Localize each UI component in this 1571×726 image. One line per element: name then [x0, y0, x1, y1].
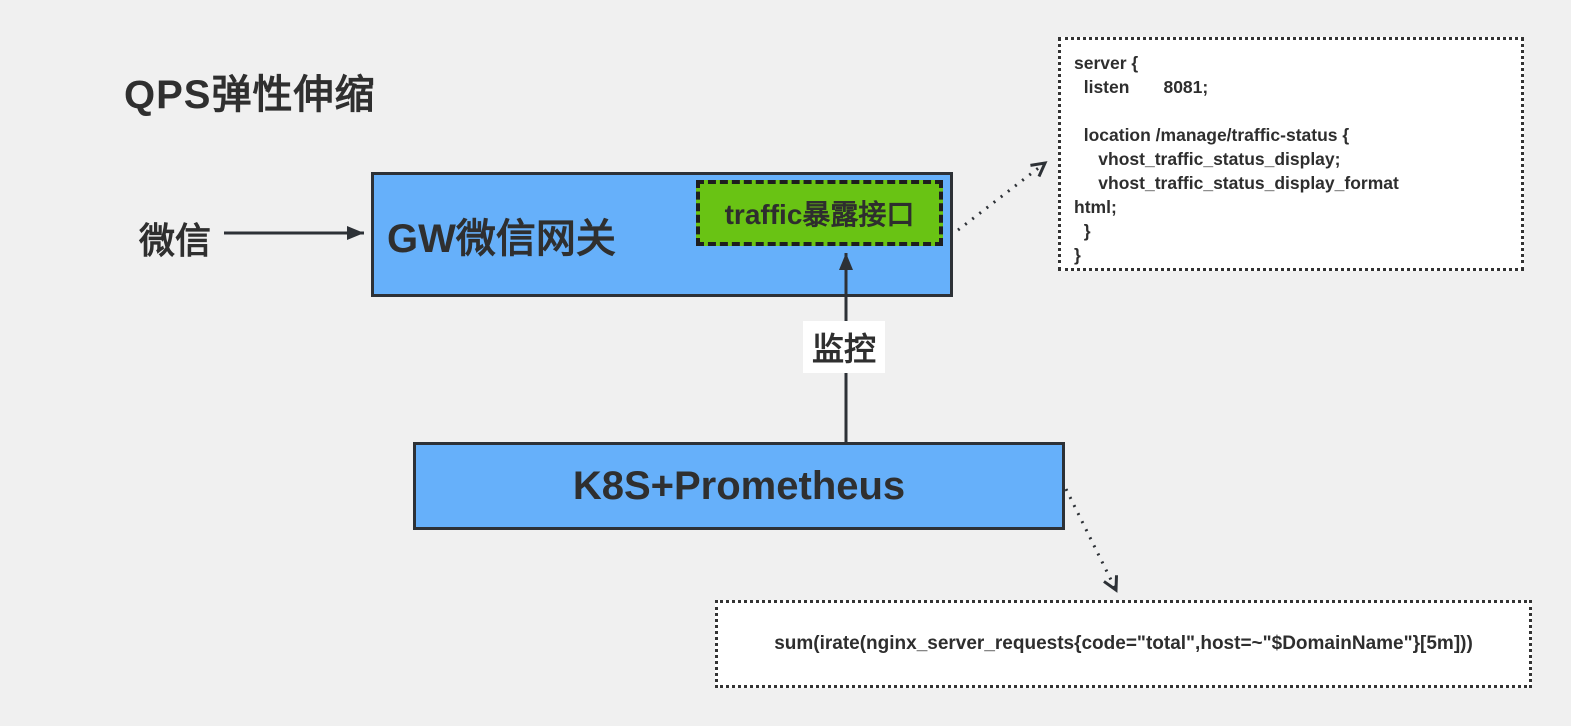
- node-gateway: GW微信网关 traffic暴露接口: [371, 172, 953, 297]
- node-gateway-label: GW微信网关: [387, 216, 616, 261]
- nginx-config-line: }: [1074, 245, 1081, 265]
- node-k8s-prometheus: K8S+Prometheus: [413, 442, 1065, 530]
- nginx-config-line: }: [1074, 221, 1091, 241]
- page-title: QPS弹性伸缩: [124, 73, 376, 117]
- nginx-config-line: location /manage/traffic-status {: [1074, 125, 1350, 145]
- promql-callout: sum(irate(nginx_server_requests{code="to…: [715, 600, 1532, 688]
- dotted-arrow-k8s-to-promql: [1064, 488, 1119, 593]
- nginx-config-callout: server { listen 8081; location /manage/t…: [1058, 37, 1524, 271]
- promql-query-text: sum(irate(nginx_server_requests{code="to…: [774, 633, 1473, 654]
- nginx-config-line: [1074, 99, 1515, 123]
- nginx-config-line: vhost_traffic_status_display;: [1074, 149, 1341, 169]
- dotted-arrow-traffic-endpoint-to-nginx-config: [957, 161, 1048, 232]
- node-wechat-label: 微信: [139, 220, 212, 261]
- node-k8s-prometheus-label: K8S+Prometheus: [572, 463, 906, 508]
- nginx-config-line: server {: [1074, 53, 1139, 73]
- node-traffic-endpoint: traffic暴露接口: [696, 180, 943, 246]
- edge-monitor-label: 监控: [803, 321, 886, 373]
- node-traffic-endpoint-label: traffic暴露接口: [724, 199, 915, 230]
- nginx-config-line: vhost_traffic_status_display_format: [1074, 173, 1399, 193]
- nginx-config-line: listen 8081;: [1074, 77, 1209, 97]
- nginx-config-line: html;: [1074, 197, 1117, 217]
